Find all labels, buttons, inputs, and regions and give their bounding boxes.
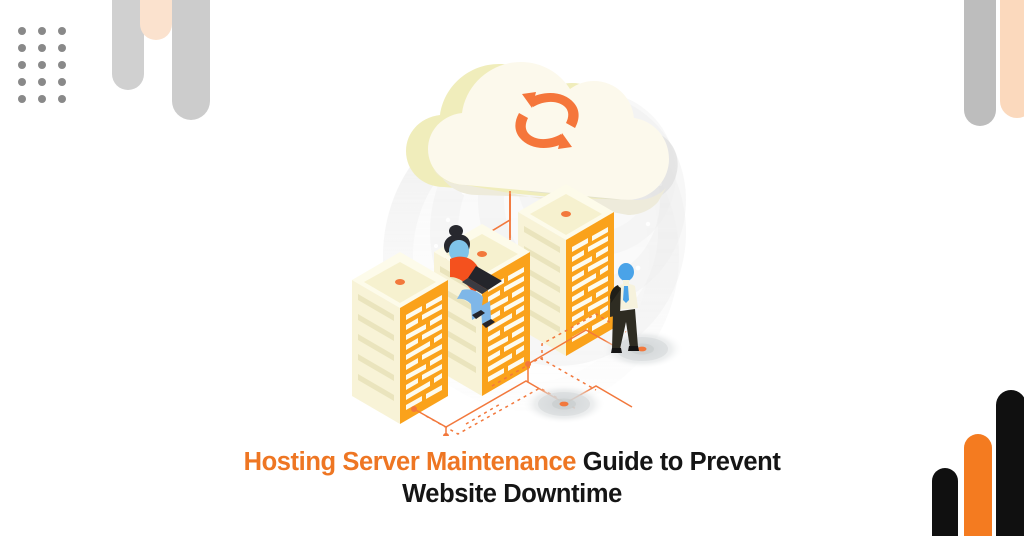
server-rack-left (352, 252, 448, 424)
grid-dot (58, 61, 66, 69)
cloud-body (428, 62, 669, 200)
server-left-left-stripes (358, 294, 394, 401)
sitting-person-hair-bun (449, 225, 463, 237)
cloud-bottom-face (433, 169, 666, 215)
server-rack-right (518, 184, 614, 356)
top-left-peach-bar (140, 0, 172, 40)
sitting-person-laptop-base (462, 278, 488, 294)
server-right-port-dot (561, 211, 571, 217)
dot-grid-decoration (18, 27, 66, 103)
page-title: Hosting Server Maintenance Guide to Prev… (0, 447, 1024, 510)
sitting-person-shoe (482, 319, 495, 328)
grid-dot (58, 27, 66, 35)
grid-dot (58, 78, 66, 86)
grid-dot (58, 95, 66, 103)
cloud-server-maintenance-illustration (296, 24, 728, 436)
server-left-brick-slots (406, 295, 442, 410)
standing-person-pants (612, 309, 638, 349)
server-mid-left-stripes (440, 266, 476, 373)
grid-dot (18, 44, 26, 52)
grid-dot (18, 27, 26, 35)
bottom-right-orange-bar (964, 434, 992, 536)
top-left-short-gray-bar (112, 0, 144, 90)
top-right-peach-bar (1000, 0, 1024, 118)
sitting-person-lower-leg (481, 301, 491, 324)
server-right-left-stripes (524, 226, 560, 333)
grid-dot (18, 95, 26, 103)
page-title-accent: Hosting Server Maintenance (243, 448, 577, 477)
server-mid-port-dot (477, 251, 487, 257)
sync-refresh-icon (515, 92, 579, 149)
grid-dot (18, 78, 26, 86)
grid-dot (38, 27, 46, 35)
sitting-person-shoe-2 (472, 310, 485, 319)
sitting-person-laptop-screen (468, 266, 502, 290)
page-title-rest: Guide to Prevent (576, 448, 781, 477)
bottom-right-short-black-bar (932, 468, 958, 536)
grid-dot (38, 44, 46, 52)
grid-dot (38, 95, 46, 103)
grid-dot (58, 44, 66, 52)
page-title-line-1: Hosting Server Maintenance Guide to Prev… (0, 447, 1024, 479)
standing-person-shoe-right (628, 346, 639, 351)
standing-person-head (618, 263, 634, 281)
page-title-line-2: Website Downtime (402, 479, 622, 508)
grid-dot (38, 61, 46, 69)
person-sitting-with-laptop (444, 225, 502, 328)
standing-person-jacket-lapel (610, 285, 620, 303)
standing-person-tie (623, 286, 629, 303)
top-right-gray-bar (964, 0, 996, 126)
top-left-tall-gray-bar (172, 0, 210, 120)
cloud-with-sync-icon (406, 62, 678, 215)
sitting-person-head (449, 240, 469, 262)
person-standing-technician (610, 263, 639, 353)
server-mid-brick-slots (488, 267, 524, 382)
ground-node-center (522, 384, 606, 424)
sitting-person-legs (457, 289, 483, 320)
standing-person-shoe-left (611, 348, 622, 353)
grid-dot (38, 78, 46, 86)
ground-circuit-traces-dotted (425, 313, 627, 435)
bottom-right-tall-black-bar (996, 390, 1024, 536)
server-left-port-dot (395, 279, 405, 285)
grid-dot (18, 61, 26, 69)
